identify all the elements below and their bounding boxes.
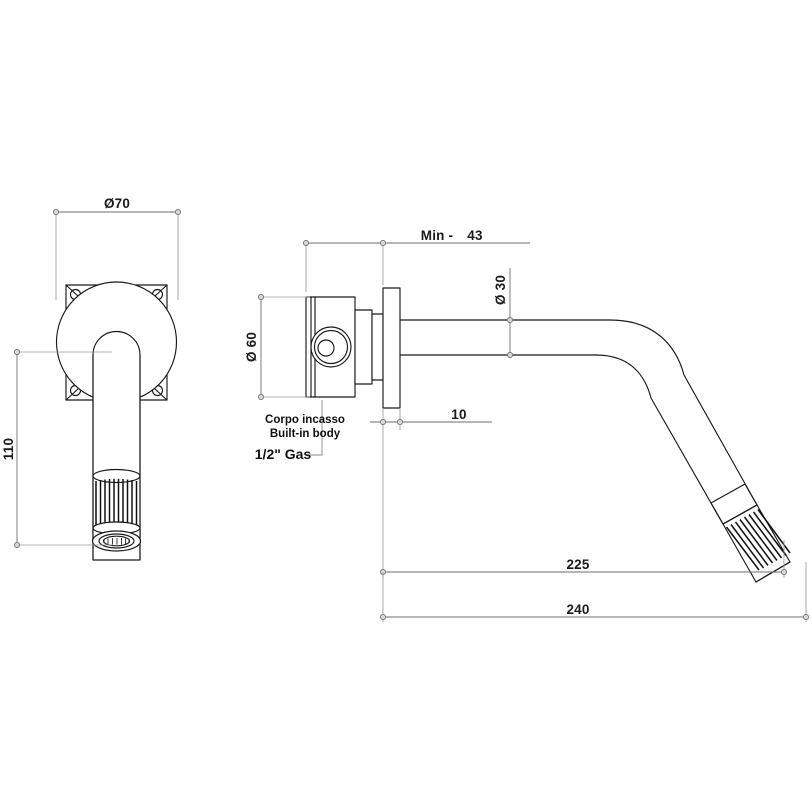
dim-min-label: Min - <box>421 228 454 243</box>
annotation-block: Corpo incasso Built-in body 1/2" Gas <box>255 400 345 462</box>
dim-projection-240: 240 <box>566 602 589 617</box>
body-shoulder <box>354 309 373 385</box>
dim-min-value: 43 <box>467 228 483 243</box>
side-section-view <box>305 287 791 583</box>
wall-escutcheon-plate <box>382 287 401 409</box>
front-elevation-view <box>55 281 178 561</box>
dim-diameter-70: Ø70 <box>104 196 130 211</box>
body-neck <box>371 313 384 381</box>
front-view-dimensions: Ø70 110 <box>1 196 182 549</box>
body-port <box>317 339 335 357</box>
spout-outlet-knurl <box>710 483 791 583</box>
knurl-collar-top <box>92 468 141 484</box>
dim-projection-225: 225 <box>566 557 589 572</box>
dim-diameter-30: Ø 30 <box>493 275 508 305</box>
side-view-dimensions: Min - 43 Ø 60 Ø 30 10 225 240 <box>244 228 810 622</box>
dim-thickness-10: 10 <box>451 407 466 422</box>
aerator-teeth <box>103 538 130 545</box>
dim-height-110: 110 <box>1 438 16 460</box>
note-corpo-incasso: Corpo incasso <box>265 414 345 426</box>
note-thread-size: 1/2" Gas <box>255 446 312 462</box>
dim-diameter-60: Ø 60 <box>244 332 259 362</box>
aerator-ring <box>102 535 131 547</box>
note-built-in-body: Built-in body <box>270 428 341 440</box>
